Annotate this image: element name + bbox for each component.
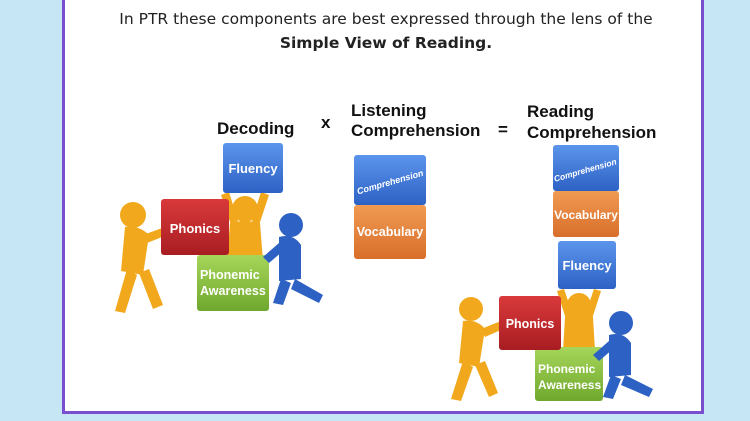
phonemic-text-right-line1: Phonemic: [538, 362, 596, 376]
comprehension-block: [354, 155, 426, 205]
yellow-figure-left: [221, 192, 269, 261]
content-card: In PTR these components are best express…: [62, 0, 704, 414]
reading-diagram-art: Fluency Phonics Phonemic Awareness Compr…: [115, 143, 653, 401]
intro-title: Simple View of Reading.: [279, 34, 493, 52]
yellow-figure-right: [557, 289, 601, 351]
vocabulary-block: [354, 205, 426, 259]
fluency-block-right: [558, 241, 616, 289]
fluency-text-right: Fluency: [562, 258, 612, 273]
fluency-text: Fluency: [228, 161, 278, 176]
phonemic-text-line1: Phonemic: [200, 268, 260, 282]
vocabulary-text-right: Vocabulary: [554, 208, 618, 222]
phonics-block: [161, 199, 229, 255]
decoding-group: [115, 143, 323, 313]
phonemic-awareness-block: [197, 255, 269, 311]
phonemic-awareness-block-right: [535, 347, 603, 401]
reading-label-line1: Reading: [527, 102, 595, 121]
times-operator: x: [321, 113, 331, 132]
phonemic-text-line2: Awareness: [200, 284, 266, 298]
orange-figure-right: [451, 297, 503, 401]
vocabulary-block-right: [553, 191, 619, 237]
comprehension-block-right: [553, 145, 619, 191]
listening-group: [354, 155, 426, 259]
phonics-block-right: [499, 296, 561, 350]
orange-figure-left: [115, 202, 167, 313]
phonemic-text-right-line2: Awareness: [538, 378, 601, 392]
reading-group: [451, 145, 653, 401]
decoding-label: Decoding: [217, 119, 295, 138]
equals-operator: =: [498, 120, 508, 139]
blue-figure-right: [593, 311, 653, 399]
phonics-text-right: Phonics: [506, 317, 555, 331]
listening-label-line1: Listening: [351, 101, 427, 120]
listening-label-line2: Comprehension: [351, 121, 481, 140]
phonics-text: Phonics: [170, 221, 221, 236]
intro-line: In PTR these components are best express…: [119, 10, 653, 28]
fluency-block: [223, 143, 283, 193]
blue-figure-left: [263, 213, 323, 305]
vocabulary-text: Vocabulary: [357, 225, 424, 239]
reading-label-line2: Comprehension: [527, 123, 657, 142]
intro-text: In PTR these components are best express…: [65, 7, 707, 55]
